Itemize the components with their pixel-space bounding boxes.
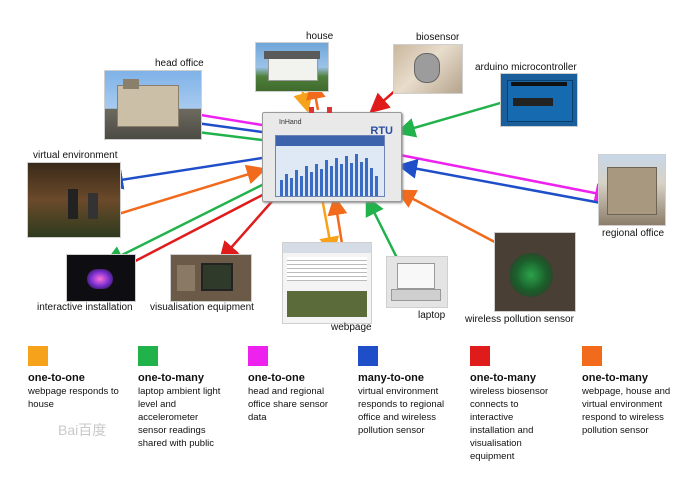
legend-title: one-to-many <box>470 372 536 384</box>
webpage-image <box>282 242 372 324</box>
legend-title: one-to-many <box>582 372 648 384</box>
legend-desc: laptop ambient light level and accelerom… <box>138 386 221 449</box>
legend-item-blue: many-to-one virtual environment responds… <box>358 346 468 437</box>
rtu-device: InHand RTU <box>262 107 402 202</box>
head-office-label: head office <box>155 58 204 69</box>
legend-swatch <box>138 346 158 366</box>
interactive-installation-label: interactive installation <box>37 302 133 313</box>
legend-item-red: one-to-many wireless biosensor connects … <box>470 346 580 463</box>
house-image <box>255 42 329 92</box>
rtu-screen-chart <box>275 135 385 197</box>
legend-item-orange: one-to-one webpage responds to house <box>28 346 138 411</box>
arduino-image <box>500 73 578 127</box>
biosensor-label: biosensor <box>416 32 460 43</box>
regional-office-image <box>598 154 666 226</box>
arrow-device-to-visualisation-red <box>218 197 276 262</box>
legend-swatch <box>582 346 602 366</box>
legend-desc: wireless biosensor connects to interacti… <box>470 386 549 462</box>
watermark: Bai百度 <box>58 422 107 438</box>
legend-swatch <box>470 346 490 366</box>
arrow-device-to-installation-red <box>113 188 273 273</box>
legend-item-magenta: one-to-one head and regional office shar… <box>248 346 358 424</box>
laptop-image <box>386 256 448 308</box>
legend-item-green: one-to-many laptop ambient light level a… <box>138 346 248 450</box>
arduino-label: arduino microcontroller <box>475 62 577 73</box>
biosensor-image <box>393 44 463 94</box>
legend-item-dark-orange: one-to-many webpage, house and virtual e… <box>582 346 692 437</box>
legend-title: many-to-one <box>358 372 424 384</box>
rtu-antenna-left <box>309 107 314 113</box>
arrow-webpage-to-device-darkorange <box>327 195 348 251</box>
legend-title: one-to-many <box>138 372 204 384</box>
legend-desc: webpage responds to house <box>28 386 119 410</box>
head-office-image <box>104 70 202 140</box>
visualisation-equipment-label: visualisation equipment <box>150 302 254 313</box>
arrow-virtual-env-to-device-darkorange <box>114 164 267 217</box>
rtu-badge: RTU <box>370 125 393 137</box>
wireless-pollution-sensor-image <box>494 232 576 312</box>
virtual-environment-image <box>27 162 121 238</box>
visualisation-equipment-image <box>170 254 252 302</box>
arrow-device-to-regional-office-magenta <box>399 153 615 203</box>
arrow-device-to-virtual-env-blue <box>103 156 263 190</box>
regional-office-label: regional office <box>602 228 665 239</box>
rtu-screen-bars <box>276 136 384 196</box>
laptop-label: laptop <box>418 310 446 321</box>
virtual-environment-label: virtual environment <box>33 150 118 161</box>
house-label: house <box>306 31 334 42</box>
legend-desc: virtual environment responds to regional… <box>358 386 445 436</box>
legend-title: one-to-one <box>248 372 305 384</box>
wireless-pollution-sensor-label: wireless pollution sensor <box>465 314 574 325</box>
rtu-brand: InHand <box>279 119 302 126</box>
legend-swatch <box>358 346 378 366</box>
legend-desc: head and regional office share sensor da… <box>248 386 329 423</box>
interactive-installation-image <box>66 254 136 302</box>
legend-title: one-to-one <box>28 372 85 384</box>
legend-swatch <box>248 346 268 366</box>
webpage-label: webpage <box>331 322 372 333</box>
arrow-regional-office-to-device-blue <box>397 158 613 207</box>
rtu-antenna-right <box>327 107 332 113</box>
legend-swatch <box>28 346 48 366</box>
arrow-device-to-installation-green <box>103 180 269 265</box>
legend-desc: webpage, house and virtual environment r… <box>582 386 671 436</box>
